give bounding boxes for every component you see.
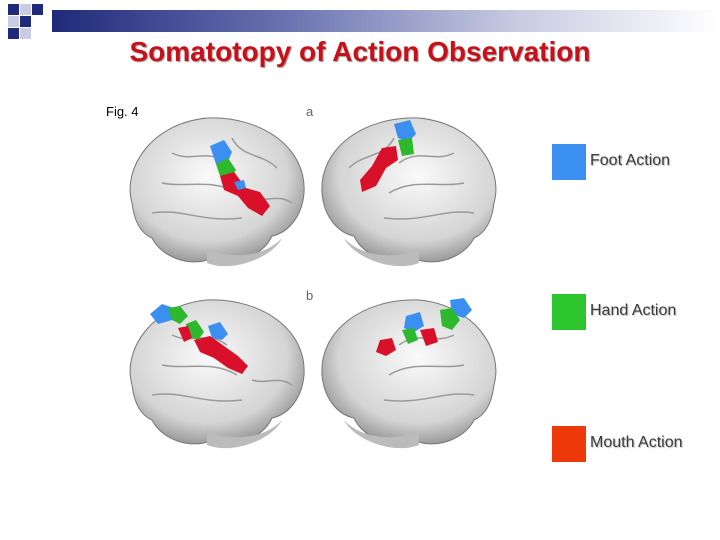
brain-a-left-image [129,117,305,267]
panel-label-a: a [306,104,314,119]
brain-figure: Fig. 4 a b [100,98,540,449]
legend-label-mouth: Mouth Action [590,434,683,451]
slide-title: Somatotopy of Action Observation [129,36,591,67]
brain-b-left-image [129,299,305,449]
legend-label-foot: Foot Action [590,152,671,169]
legend-label-hand: Hand Action [590,302,677,319]
brain-b-right-image [321,298,497,449]
legend-swatch-hand [552,294,586,330]
legend-swatch-mouth [552,426,586,462]
panel-label-b: b [306,288,314,303]
header-bar [52,10,720,32]
legend-swatch-foot [552,144,586,180]
header-checker-decoration [0,0,60,40]
figure-label: Fig. 4 [106,104,139,119]
brain-a-right-image [321,117,497,267]
